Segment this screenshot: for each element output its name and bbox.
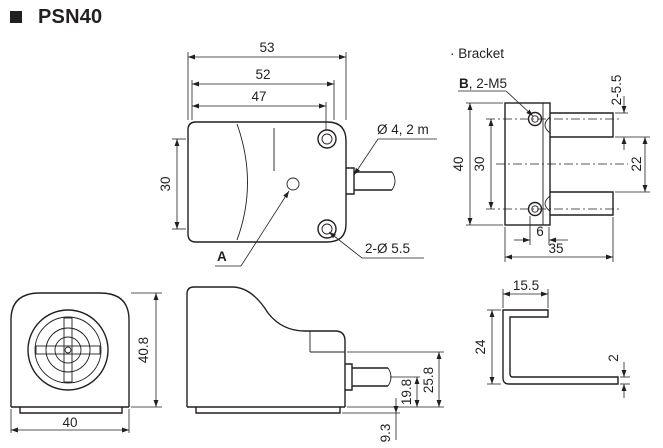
bracket-dim-label-30: 30 [472, 156, 487, 171]
sensing-face-ring-outer [27, 309, 109, 391]
thread-label: , 2-M5 [469, 76, 507, 91]
sensing-face-arc [236, 123, 248, 241]
bracket-dim-label-24: 24 [473, 339, 488, 355]
marker-a-label: A [217, 249, 227, 264]
dim-label-53: 53 [259, 40, 274, 55]
dim-label-52: 52 [255, 67, 270, 82]
bracket-slot-bottom [550, 191, 614, 216]
bracket-dim-label-2: 2 [606, 354, 621, 362]
cable-leader [353, 138, 437, 176]
bracket-dim-label-slot: 2-5.5 [609, 75, 624, 106]
sensing-coil-cross-horizontal [35, 345, 101, 355]
side-dim-label-19-8: 19.8 [399, 379, 414, 405]
hole-label: 2-Ø 5.5 [365, 241, 410, 256]
bracket-top-view: · Bracket B, 2-M5 [450, 46, 650, 262]
title-square-icon [10, 11, 22, 23]
bracket-dim-label-6: 6 [536, 224, 544, 239]
front-dim-label-40: 40 [62, 415, 77, 430]
side-cable-gland [345, 363, 353, 391]
cable-label: Ø 4, 2 m [377, 122, 429, 137]
cable-gland [346, 167, 355, 195]
side-body-outline [186, 286, 346, 407]
model-title: PSN40 [38, 5, 103, 28]
indicator-led-icon [286, 177, 300, 191]
svg-text:B, 2-M5: B, 2-M5 [459, 76, 507, 91]
bracket-dim-label-15-5: 15.5 [513, 278, 539, 293]
hole-leader [328, 231, 424, 259]
front-view: 40.8 40 [10, 292, 162, 433]
side-view: 19.8 25.8 9.3 [186, 286, 444, 443]
bracket-profile-outline [502, 309, 619, 385]
dim-label-47: 47 [251, 89, 266, 104]
top-view: 53 52 47 30 Ø 4, 2 m 2-Ø 5.5 A [158, 40, 437, 267]
marker-b-label: B [459, 76, 469, 91]
bracket-dim-label-40: 40 [451, 156, 466, 171]
front-base [19, 407, 123, 414]
bracket-dim-label-35: 35 [548, 241, 563, 256]
side-dim-label-9-3: 9.3 [378, 424, 393, 443]
mount-hole-top-icon [317, 129, 337, 149]
sensor-body-outline [187, 121, 347, 243]
marker-a-leader [215, 190, 290, 267]
front-body-outline [10, 292, 130, 407]
sensing-coil-cross-vertical [63, 317, 73, 383]
bracket-dim-label-22: 22 [629, 156, 644, 171]
mount-hole-bottom-icon [317, 219, 337, 239]
title-row: PSN40 [10, 6, 102, 28]
side-dim-label-25-8: 25.8 [421, 367, 436, 393]
bracket-slot-top [550, 112, 614, 138]
side-base [195, 407, 341, 414]
dim-label-30: 30 [158, 176, 173, 191]
sensing-face-icon [64, 346, 72, 354]
bracket-side-view: 15.5 24 2 [473, 278, 630, 398]
front-dim-label-40-8: 40.8 [136, 337, 151, 363]
bracket-heading: · Bracket [450, 46, 504, 61]
